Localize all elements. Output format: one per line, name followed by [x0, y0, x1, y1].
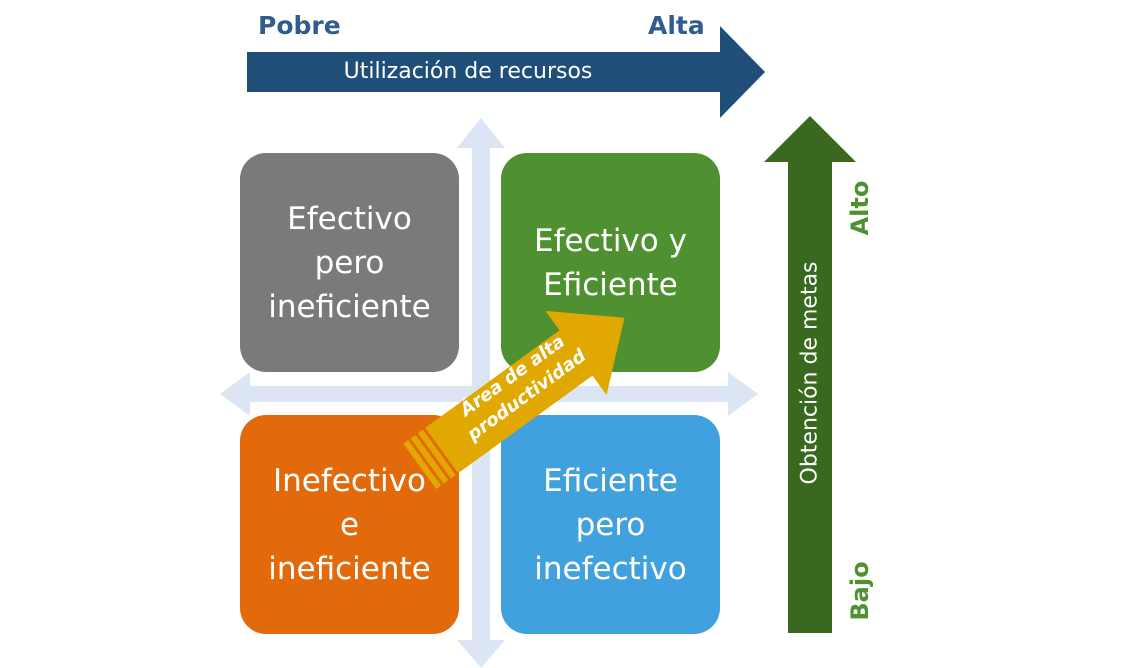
quadrant-label: Efectivo y Eficiente: [534, 223, 687, 303]
goal-attainment-caption: Obtención de metas: [797, 261, 823, 485]
resource-utilization-caption: Utilización de recursos: [343, 59, 593, 84]
resource-utilization-arrow: [247, 26, 765, 118]
quadrant-label: Efectivo pero ineficiente: [268, 200, 431, 325]
resource-low-label: Pobre: [258, 11, 341, 40]
goal-high-label: Alto: [846, 180, 874, 236]
quadrant-effective-efficient: Efectivo y Eficiente: [501, 153, 720, 372]
goal-low-label: Bajo: [846, 561, 874, 621]
quadrant-label: Inefectivo e ineficiente: [268, 462, 431, 587]
productivity-arrow: [403, 310, 625, 490]
quadrant-efficient-ineffective: Eficiente pero inefectivo: [501, 415, 720, 634]
quadrant-label: Eficiente pero inefectivo: [534, 462, 687, 587]
resource-high-label: Alta: [648, 11, 705, 40]
quadrant-effective-inefficient: Efectivo pero ineficiente: [240, 153, 459, 372]
goal-attainment-arrow: [764, 116, 856, 633]
